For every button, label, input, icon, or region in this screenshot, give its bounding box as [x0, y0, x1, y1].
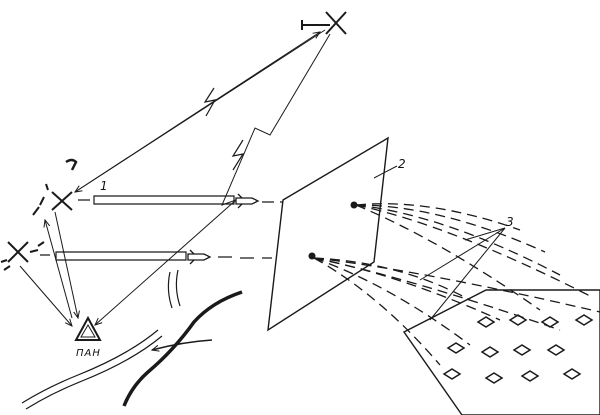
return-arrow [152, 339, 213, 350]
trajectory-dash [355, 204, 591, 297]
enemy-aircraft-icon [301, 11, 347, 35]
missile-2-trail [40, 251, 272, 261]
target-area [402, 289, 600, 415]
trajectory-dash [313, 257, 600, 313]
target-diamond-icon [446, 342, 466, 354]
target-diamond-icon [574, 314, 594, 326]
trajectory-dash [355, 204, 541, 311]
aircraft-2-icon [0, 241, 45, 271]
label-2: 2 [398, 157, 406, 171]
label-3-leaders [419, 227, 506, 321]
radio-zigzag [203, 87, 245, 171]
target-diamond-icon [476, 316, 496, 328]
missile-1-trail [78, 195, 292, 205]
trajectory-fan [313, 203, 600, 366]
trajectory-dash [355, 203, 521, 231]
target-diamond-icon [508, 314, 528, 326]
trajectory-dash [355, 204, 546, 253]
target-diamond-icon [520, 370, 540, 382]
target-diamond-icon [546, 344, 566, 356]
missile-1-rocket-icon [235, 193, 260, 209]
trajectory-dash [313, 257, 441, 366]
label-1: 1 [100, 179, 108, 193]
label-3: 3 [506, 215, 514, 229]
guidance-lines [19, 211, 78, 326]
control-post-icon [74, 315, 102, 341]
pan-label: ПАН [76, 348, 101, 359]
target-diamond-icon [512, 344, 532, 356]
trajectory-dash [313, 257, 561, 331]
target-diamond-icon [442, 368, 462, 380]
target-diamond-icon [480, 346, 500, 358]
radio-links [75, 29, 331, 325]
terrain-strokes [21, 269, 243, 410]
entry-point-1 [350, 201, 358, 209]
label-2-leader [373, 165, 398, 179]
aircraft-1-icon [32, 158, 78, 216]
plane-2 [267, 136, 389, 332]
target-diamond-icon [484, 372, 504, 384]
target-diamond-icon [562, 368, 582, 380]
trajectory-dash [355, 204, 561, 276]
entry-point-2 [308, 252, 316, 260]
missile-2-rocket-icon [187, 249, 212, 265]
trajectory-dash [313, 257, 471, 346]
